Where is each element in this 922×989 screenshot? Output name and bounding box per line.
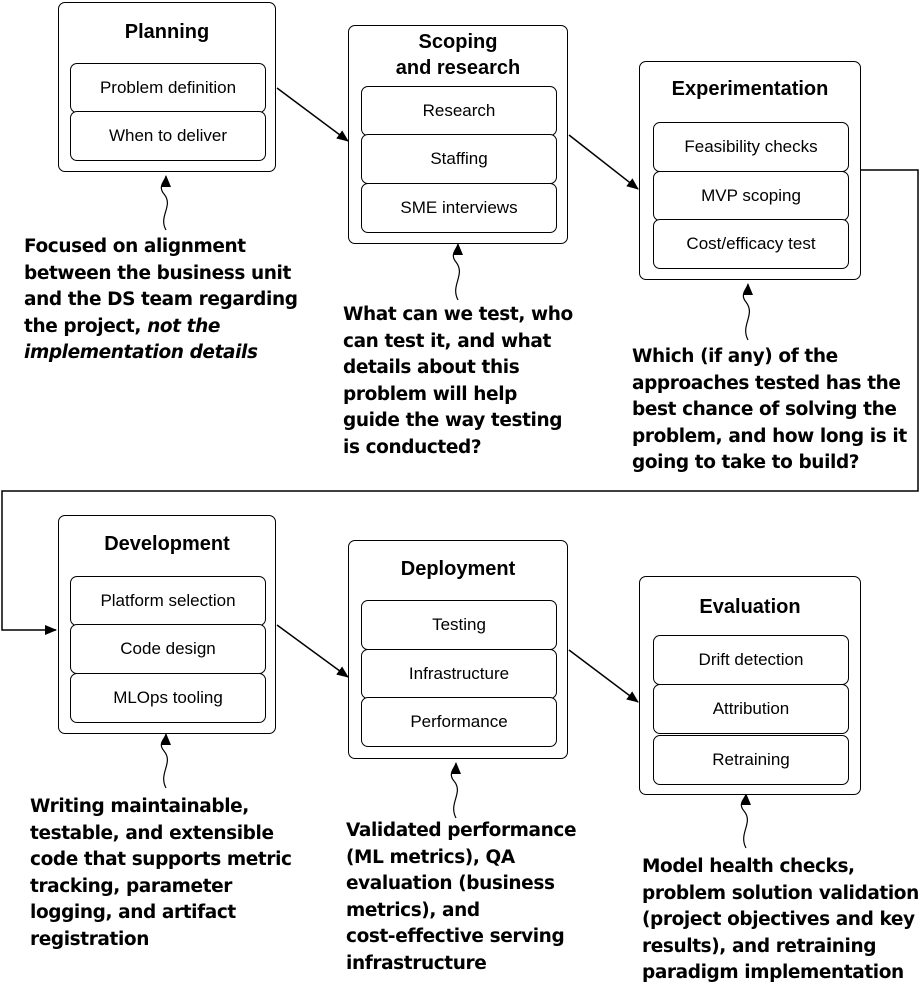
note-deployment: Validated performance (ML metrics), QA e… bbox=[346, 818, 577, 978]
callout-arrow-evaluation bbox=[740, 793, 751, 849]
callout-arrow-scoping bbox=[452, 243, 463, 301]
note-line: Focused on alignment bbox=[24, 236, 246, 257]
stage-item: Attribution bbox=[653, 684, 849, 734]
note-line: best chance of solving the bbox=[632, 399, 897, 421]
note-planning: Focused on alignment between the busines… bbox=[24, 234, 298, 367]
stage-title: Planning bbox=[124, 21, 210, 43]
note-text: the project, bbox=[24, 315, 142, 337]
note-line: results), and retraining bbox=[642, 935, 877, 957]
callout-arrow-development bbox=[160, 733, 171, 789]
stage-item: Problem definition bbox=[70, 63, 266, 113]
note-evaluation: Model health checks, problem solution va… bbox=[642, 854, 919, 987]
note-emphasis: implementation details bbox=[24, 342, 258, 364]
stage-item: Research bbox=[361, 86, 557, 136]
note-line: cost-effective serving bbox=[346, 926, 565, 948]
arrow-planning-to-scoping bbox=[276, 87, 349, 142]
stage-title: Evaluation bbox=[699, 596, 801, 618]
stage-item: Infrastructure bbox=[361, 649, 557, 699]
stage-item: MLOps tooling bbox=[70, 673, 266, 723]
note-line: can test it, and what bbox=[343, 330, 551, 352]
stage-item: When to deliver bbox=[70, 111, 266, 161]
stage-scoping-and-research: Scoping and research Research Staffing S… bbox=[348, 25, 568, 244]
note-line: implementation details bbox=[24, 340, 298, 367]
stage-title: Deployment bbox=[400, 558, 516, 580]
note-line: the project, not the bbox=[24, 314, 298, 341]
note-emphasis: not the bbox=[147, 315, 220, 337]
note-line: Writing maintainable, bbox=[30, 796, 249, 817]
note-line: problem will help bbox=[343, 383, 517, 405]
stage-item: Testing bbox=[361, 600, 557, 650]
note-line: What can we test, who bbox=[343, 304, 573, 325]
note-scoping: What can we test, who can test it, and w… bbox=[343, 302, 573, 462]
stage-deployment: Deployment Testing Infrastructure Perfor… bbox=[348, 540, 568, 759]
arrow-experimentation-to-development bbox=[1, 169, 919, 635]
note-line: code that supports metric bbox=[30, 849, 292, 871]
stage-item: Retraining bbox=[653, 735, 849, 785]
stage-experimentation: Experimentation Feasibility checks MVP s… bbox=[639, 61, 861, 280]
note-line: metrics), and bbox=[346, 899, 480, 921]
note-line: problem, and how long is it bbox=[632, 425, 907, 447]
note-line: problem solution validation bbox=[642, 882, 919, 904]
note-line: (project objectives and key bbox=[642, 909, 915, 931]
stage-evaluation: Evaluation Drift detection Attribution R… bbox=[639, 576, 861, 795]
stage-item: SME interviews bbox=[361, 183, 557, 233]
note-line: approaches tested has the bbox=[632, 372, 901, 394]
note-line: going to take to build? bbox=[632, 452, 860, 474]
stage-title-line1: Scoping bbox=[418, 31, 498, 53]
note-line: registration bbox=[30, 928, 149, 950]
stage-item: Drift detection bbox=[653, 635, 849, 685]
note-line: evaluation (business bbox=[346, 873, 555, 895]
stage-item: Staffing bbox=[361, 134, 557, 184]
stage-title-line2: and research bbox=[395, 57, 521, 79]
note-line: and the DS team regarding bbox=[24, 289, 298, 311]
note-line: (ML metrics), QA bbox=[346, 846, 515, 868]
callout-arrow-experimentation bbox=[742, 283, 753, 341]
stage-item: Code design bbox=[70, 624, 266, 674]
note-line: testable, and extensible bbox=[30, 822, 274, 844]
note-line: Validated performance bbox=[346, 820, 577, 841]
note-development: Writing maintainable, testable, and exte… bbox=[30, 794, 292, 954]
note-line: Which (if any) of the bbox=[632, 346, 838, 367]
stage-item: Feasibility checks bbox=[653, 122, 849, 172]
note-experimentation: Which (if any) of the approaches tested … bbox=[632, 344, 907, 477]
note-line: Model health checks, bbox=[642, 856, 855, 877]
callout-arrow-planning bbox=[160, 175, 171, 231]
stage-planning: Planning Problem definition When to deli… bbox=[58, 2, 276, 172]
arrow-deployment-to-evaluation bbox=[568, 649, 639, 703]
note-line: infrastructure bbox=[346, 952, 487, 974]
arrow-development-to-deployment bbox=[276, 624, 349, 678]
note-line: guide the way testing bbox=[343, 410, 563, 432]
note-line: tracking, parameter bbox=[30, 875, 233, 897]
stage-item: Cost/efficacy test bbox=[653, 219, 849, 269]
stage-item: MVP scoping bbox=[653, 171, 849, 221]
note-line: paradigm implementation bbox=[642, 962, 904, 984]
note-line: details about this bbox=[343, 357, 520, 379]
callout-arrow-deployment bbox=[450, 762, 461, 819]
stage-item: Platform selection bbox=[70, 576, 266, 626]
note-line: is conducted? bbox=[343, 436, 482, 458]
note-line: between the business unit bbox=[24, 262, 291, 284]
stage-item: Performance bbox=[361, 697, 557, 747]
stage-title: Development bbox=[104, 533, 230, 555]
arrow-scoping-to-experimentation bbox=[568, 134, 639, 190]
stage-title: Experimentation bbox=[671, 78, 829, 100]
note-line: logging, and artifact bbox=[30, 902, 236, 924]
stage-development: Development Platform selection Code desi… bbox=[58, 515, 276, 734]
